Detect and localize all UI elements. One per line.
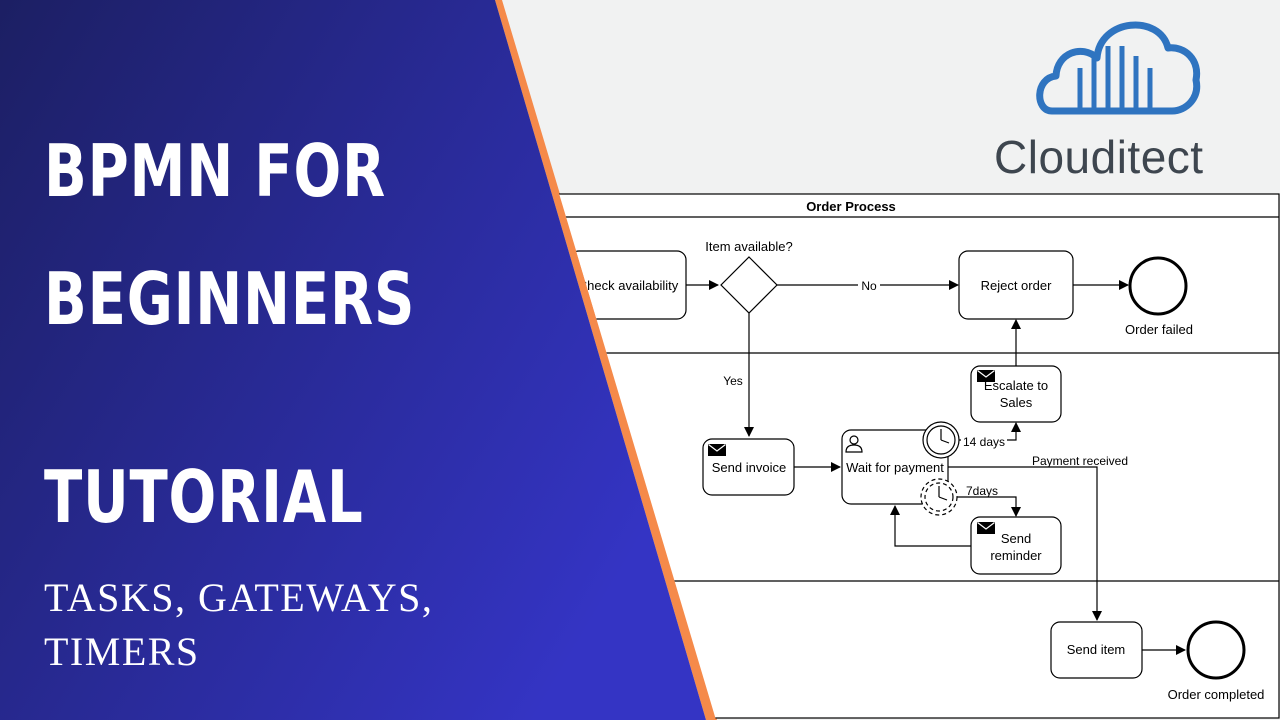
end-event-failed: [1128, 256, 1188, 316]
sequence-flow: [890, 505, 971, 547]
task-label-line1: Send: [1001, 531, 1031, 546]
task-label: Check availability: [578, 278, 679, 293]
subtitle-line-2: TIMERS: [44, 629, 200, 674]
clock-icon: [920, 478, 958, 516]
timer-label-14: 14 days: [963, 435, 1005, 449]
task-label-line1: Escalate to: [984, 378, 1048, 393]
task-label: Wait for payment: [846, 460, 944, 475]
gateway-label: Item available?: [705, 239, 792, 254]
title-line-2: BEGINNERS: [44, 257, 416, 341]
flow-label-no: No: [861, 279, 877, 293]
envelope-icon: [976, 521, 996, 535]
pool-title: Order Process: [806, 199, 896, 214]
task-label: Reject order: [981, 278, 1052, 293]
cloud-icon: [1036, 21, 1201, 115]
flow-label-yes: Yes: [723, 374, 743, 388]
clock-icon: [922, 421, 960, 459]
sequence-flow-payment: [948, 466, 1102, 621]
end-event-completed: [1186, 620, 1246, 680]
task-label-line2: reminder: [990, 548, 1042, 563]
user-icon: [845, 435, 863, 453]
task-label: Send item: [1067, 642, 1126, 657]
brand-name: Clouditect: [994, 131, 1204, 183]
task-label: Send invoice: [712, 460, 786, 475]
subtitle-line-1: TASKS, GATEWAYS,: [44, 575, 434, 620]
timer-label-7: 7days: [966, 484, 998, 498]
title-panel: [0, 0, 706, 720]
title-line-3: TUTORIAL: [44, 455, 364, 539]
end-event-label: Order failed: [1125, 322, 1193, 337]
task-label-line2: Sales: [1000, 395, 1033, 410]
title-line-1: BPMN FOR: [44, 129, 386, 213]
sequence-flow: [957, 496, 1021, 517]
end-event-label: Order completed: [1168, 687, 1265, 702]
flow-label-payment: Payment received: [1032, 454, 1128, 468]
accent-stripe: [495, 0, 717, 720]
envelope-icon: [707, 443, 727, 457]
